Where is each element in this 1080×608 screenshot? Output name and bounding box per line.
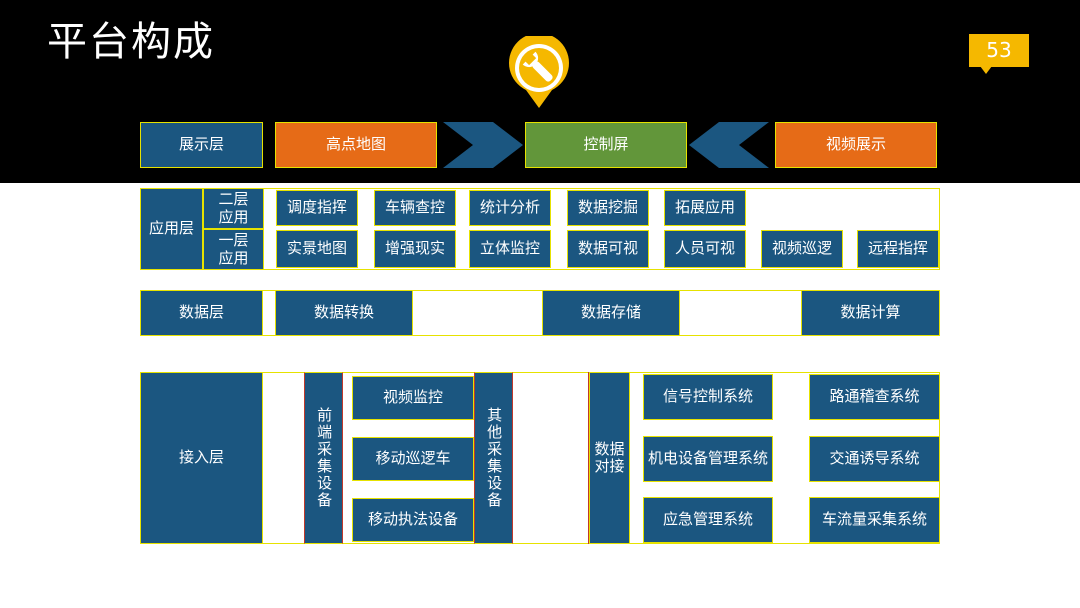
display-layer-label: 展示层	[140, 122, 263, 168]
badge-tail	[980, 66, 992, 74]
front-item: 移动巡逻车	[352, 437, 474, 481]
tier1-item: 实景地图	[276, 230, 358, 268]
tier1-item: 视频巡逻	[761, 230, 843, 268]
display-gap	[263, 122, 275, 168]
chevron-right-arrow	[437, 122, 525, 168]
tier1-label: 一层 应用	[203, 229, 264, 270]
access-layer-frame	[140, 372, 940, 544]
other-collection-label: 其他采集设备	[474, 372, 513, 544]
display-item-map: 高点地图	[275, 122, 437, 168]
access-layer-label: 接入层	[140, 372, 263, 544]
system-item: 交通诱导系统	[809, 436, 940, 482]
system-item: 路通稽查系统	[809, 374, 940, 420]
data-dock-label: 数据 对接	[589, 372, 630, 544]
wrench-icon	[509, 36, 569, 108]
tier1-item: 远程指挥	[857, 230, 939, 268]
tier1-item: 立体监控	[469, 230, 551, 268]
data-item-transform: 数据转换	[275, 290, 413, 336]
tier2-item: 数据挖掘	[567, 190, 649, 226]
tier2-item: 拓展应用	[664, 190, 746, 226]
tier2-item: 统计分析	[469, 190, 551, 226]
display-item-video: 视频展示	[775, 122, 937, 168]
system-item: 应急管理系统	[643, 497, 773, 543]
app-layer-label: 应用层	[140, 188, 203, 270]
chevron-left-arrow	[687, 122, 775, 168]
front-item: 视频监控	[352, 376, 474, 420]
tier2-label: 二层 应用	[203, 188, 264, 229]
system-item: 信号控制系统	[643, 374, 773, 420]
front-item: 移动执法设备	[352, 498, 474, 542]
page-number-badge: 53	[969, 34, 1029, 67]
data-layer-label: 数据层	[140, 290, 263, 336]
tier1-item: 增强现实	[374, 230, 456, 268]
tier1-item: 人员可视	[664, 230, 746, 268]
tier2-item: 车辆查控	[374, 190, 456, 226]
tier2-item: 调度指挥	[276, 190, 358, 226]
display-item-control-screen: 控制屏	[525, 122, 687, 168]
divider	[588, 372, 589, 544]
tier1-item: 数据可视	[567, 230, 649, 268]
system-item: 车流量采集系统	[809, 497, 940, 543]
data-item-storage: 数据存储	[542, 290, 680, 336]
system-item: 机电设备管理系统	[643, 436, 773, 482]
front-collection-label: 前端采集设备	[304, 372, 343, 544]
page-title: 平台构成	[47, 19, 215, 65]
data-item-compute: 数据计算	[801, 290, 940, 336]
